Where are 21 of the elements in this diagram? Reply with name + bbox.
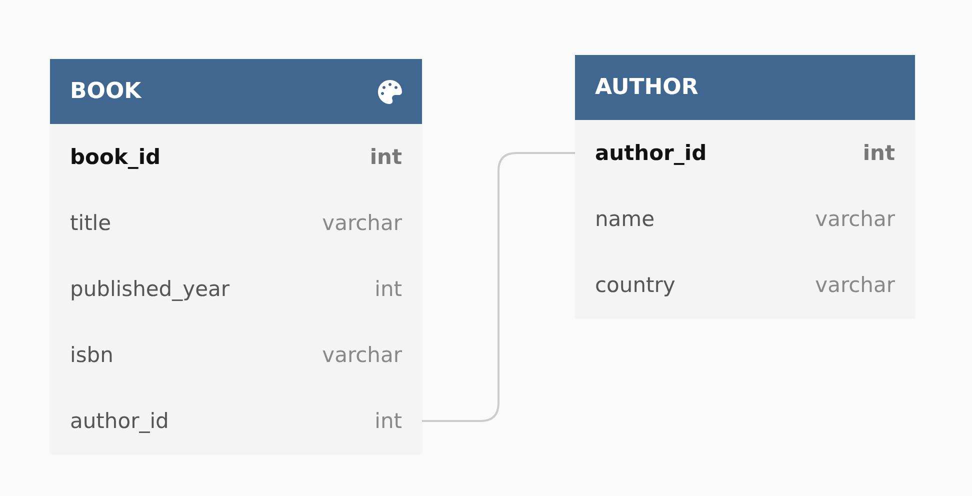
column-type: int bbox=[862, 141, 895, 165]
table-card bbox=[50, 59, 422, 454]
column-name: country bbox=[595, 273, 676, 297]
table-name: AUTHOR bbox=[595, 75, 698, 100]
column-name: published_year bbox=[70, 277, 230, 301]
column-name: author_id bbox=[70, 409, 169, 433]
column-type: int bbox=[370, 145, 402, 169]
column-type: varchar bbox=[322, 211, 402, 235]
column-type: varchar bbox=[815, 273, 895, 297]
column-name: author_id bbox=[595, 141, 707, 165]
column-name: title bbox=[70, 211, 112, 235]
table-card bbox=[575, 55, 915, 318]
column-type: int bbox=[374, 277, 402, 301]
column-type: varchar bbox=[815, 207, 895, 231]
column-type: varchar bbox=[322, 343, 402, 367]
table-name: BOOK bbox=[70, 79, 142, 104]
column-name: isbn bbox=[70, 343, 114, 367]
column-type: int bbox=[374, 409, 402, 433]
connector-line bbox=[422, 152, 575, 422]
column-name: name bbox=[595, 207, 655, 231]
column-name: book_id bbox=[70, 145, 161, 169]
